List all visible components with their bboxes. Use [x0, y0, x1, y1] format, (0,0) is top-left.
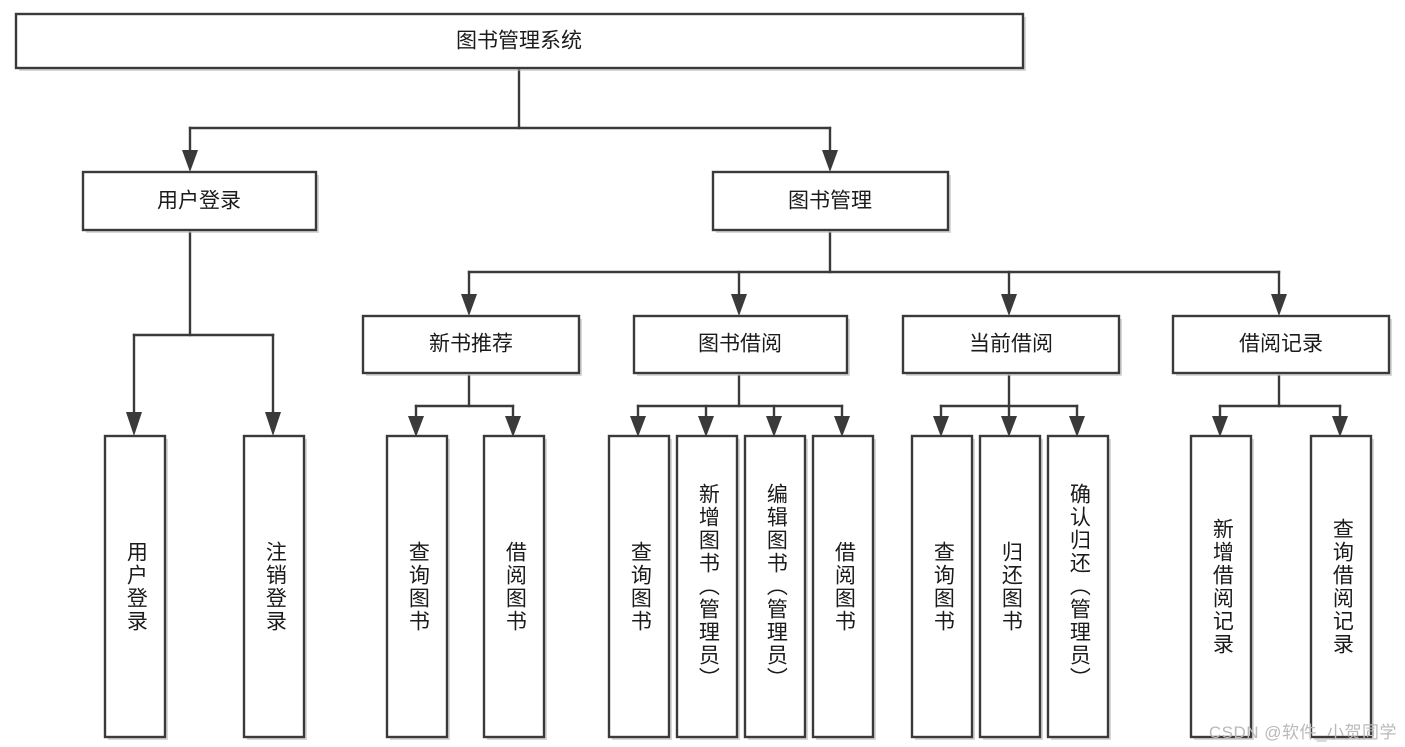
node-leaf-3-box[interactable]	[385, 434, 449, 739]
arrowhead-leaf-1	[126, 412, 142, 436]
node-user-login-label: 用户登录	[157, 190, 241, 213]
node-root-label: 图书管理系统	[456, 30, 582, 53]
node-leaf-9-box[interactable]	[910, 434, 974, 739]
arrowhead-book-mgmt	[822, 150, 838, 172]
arrowhead-record	[1271, 294, 1287, 316]
node-leaf-10-box[interactable]	[978, 434, 1042, 739]
arrowhead-leaf-12	[1212, 416, 1228, 437]
horizontal-label-group: 图书管理系统 用户登录 图书管理 新书推荐 图书借阅 当前借阅 借阅记录	[157, 30, 1323, 356]
arrowhead-leaf-4	[505, 416, 521, 437]
arrowhead-borrow	[731, 294, 747, 316]
node-book-mgmt-box[interactable]	[711, 170, 950, 232]
arrowhead-leaf-9	[933, 416, 949, 437]
node-leaf-7-box[interactable]	[743, 434, 807, 739]
arrowhead-current	[1001, 294, 1017, 316]
arrowhead-leaf-8	[834, 416, 850, 437]
node-leaf-4-box[interactable]	[482, 434, 546, 739]
node-borrow-box[interactable]	[632, 314, 849, 375]
arrowhead-leaf-2	[265, 412, 281, 436]
node-box-group	[14, 12, 1391, 739]
arrowhead-leaf-3	[408, 416, 424, 437]
node-new-book-label: 新书推荐	[429, 333, 513, 356]
node-leaf-2-box[interactable]	[242, 434, 306, 739]
node-new-book-box[interactable]	[361, 314, 581, 375]
node-record-label: 借阅记录	[1239, 333, 1323, 356]
node-book-mgmt-label: 图书管理	[788, 190, 872, 213]
node-user-login-box[interactable]	[81, 170, 318, 232]
arrowhead-leaf-6	[698, 416, 714, 437]
arrowhead-new-book	[461, 294, 477, 316]
arrowhead-user-login	[182, 150, 198, 172]
node-leaf-12-box[interactable]	[1189, 434, 1253, 739]
node-current-box[interactable]	[901, 314, 1121, 375]
node-leaf-11-box[interactable]	[1046, 434, 1110, 739]
arrowhead-leaf-7	[766, 416, 782, 437]
node-leaf-8-box[interactable]	[811, 434, 875, 739]
node-leaf-5-box[interactable]	[607, 434, 671, 739]
arrowhead-leaf-13	[1332, 416, 1348, 437]
node-borrow-label: 图书借阅	[698, 333, 782, 356]
arrowhead-group	[126, 150, 1348, 437]
arrowhead-leaf-5	[630, 416, 646, 437]
node-current-label: 当前借阅	[969, 333, 1053, 356]
arrowhead-leaf-10	[1001, 416, 1017, 437]
node-leaf-13-box[interactable]	[1309, 434, 1373, 739]
node-leaf-1-box[interactable]	[103, 434, 167, 739]
node-root-box[interactable]	[14, 12, 1025, 70]
arrowhead-leaf-11	[1069, 416, 1085, 437]
csdn-watermark: CSDN @软件_小贺同学	[1208, 723, 1397, 742]
node-leaf-6-box[interactable]	[675, 434, 739, 739]
node-record-box[interactable]	[1171, 314, 1391, 375]
